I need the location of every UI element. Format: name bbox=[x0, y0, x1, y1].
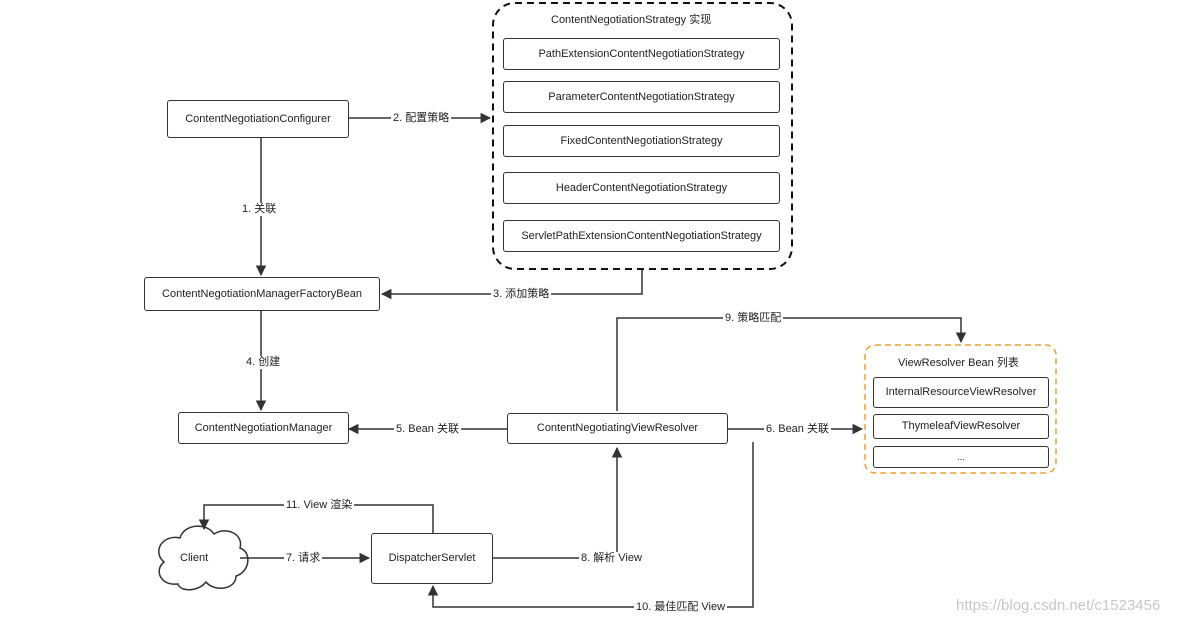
strategy-header: HeaderContentNegotiationStrategy bbox=[503, 172, 780, 204]
edge-label-7: 7. 请求 bbox=[284, 552, 323, 565]
node-manager: ContentNegotiationManager bbox=[178, 412, 349, 444]
resolver-group-title: ViewResolver Bean 列表 bbox=[898, 357, 1019, 369]
edge-label-10: 10. 最佳匹配 View bbox=[634, 601, 728, 614]
strategy-parameter: ParameterContentNegotiationStrategy bbox=[503, 81, 780, 113]
edge-label-6: 6. Bean 关联 bbox=[764, 423, 831, 436]
edge-resolve-view bbox=[493, 446, 623, 559]
node-dispatcher-servlet: DispatcherServlet bbox=[371, 533, 493, 584]
resolver-group-border bbox=[864, 344, 1057, 474]
strategy-path-extension: PathExtensionContentNegotiationStrategy bbox=[503, 38, 780, 70]
edge-strategy-match bbox=[616, 317, 967, 411]
edge-label-3: 3. 添加策略 bbox=[491, 288, 552, 301]
edge-label-11: 11. View 渲染 bbox=[284, 499, 355, 512]
resolver-more: ... bbox=[873, 446, 1049, 468]
strategy-group-title: ContentNegotiationStrategy 实现 bbox=[551, 14, 712, 26]
resolver-internal-resource: InternalResourceViewResolver bbox=[873, 377, 1049, 408]
watermark: https://blog.csdn.net/c1523456 bbox=[956, 597, 1161, 614]
edge-add-strategy bbox=[380, 270, 643, 300]
edge-label-2: 2. 配置策略 bbox=[391, 112, 452, 125]
client-cloud bbox=[158, 525, 249, 591]
edge-label-1: 1. 关联 bbox=[240, 203, 279, 216]
node-cnvr: ContentNegotiatingViewResolver bbox=[507, 413, 728, 444]
strategy-servlet-path-extension: ServletPathExtensionContentNegotiationSt… bbox=[503, 220, 780, 252]
strategy-group-border bbox=[492, 2, 793, 270]
edge-label-4: 4. 创建 bbox=[244, 356, 283, 369]
node-client: Client bbox=[180, 552, 209, 564]
resolver-thymeleaf: ThymeleafViewResolver bbox=[873, 414, 1049, 439]
strategy-fixed: FixedContentNegotiationStrategy bbox=[503, 125, 780, 157]
node-factory-bean: ContentNegotiationManagerFactoryBean bbox=[144, 277, 380, 311]
edge-label-9: 9. 策略匹配 bbox=[723, 312, 784, 325]
edge-best-match bbox=[427, 442, 754, 608]
node-configurer: ContentNegotiationConfigurer bbox=[167, 100, 349, 138]
edge-label-8: 8. 解析 View bbox=[579, 552, 644, 565]
edge-label-5: 5. Bean 关联 bbox=[394, 423, 461, 436]
